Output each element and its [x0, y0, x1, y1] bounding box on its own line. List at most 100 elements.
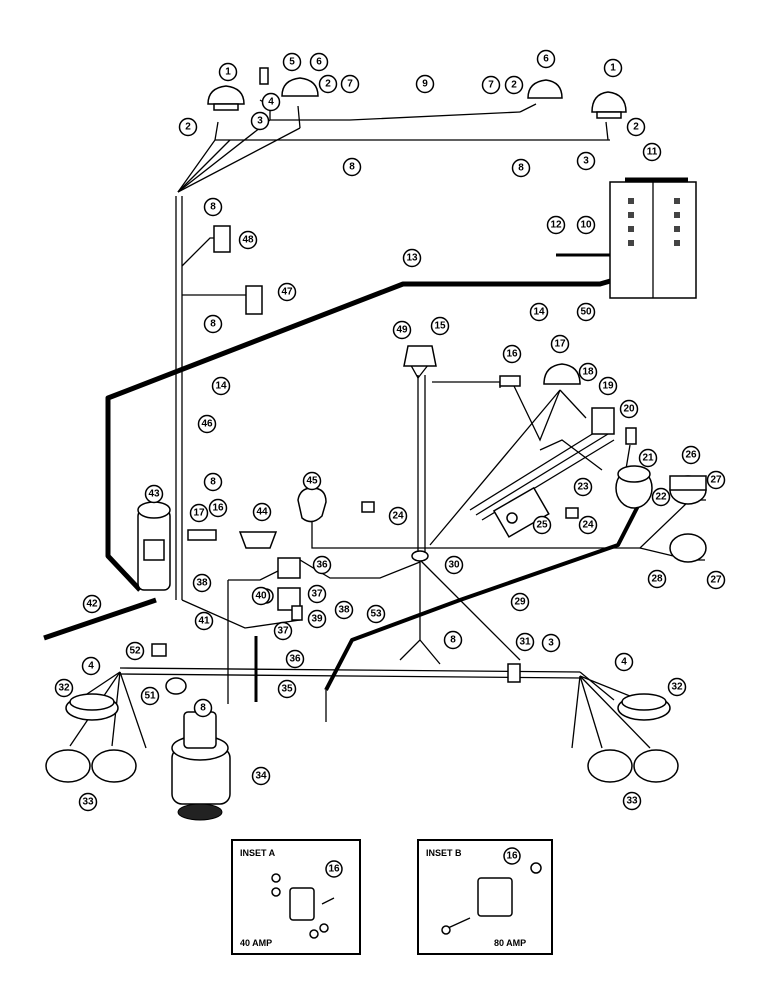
inset-b-callout: 16 — [503, 847, 521, 865]
callout-25: 25 — [532, 515, 552, 535]
callout-36: 36 — [312, 555, 332, 575]
svg-text:27: 27 — [710, 475, 722, 486]
callout-18: 18 — [578, 362, 598, 382]
callout-14: 14 — [211, 376, 231, 396]
svg-text:20: 20 — [623, 404, 635, 415]
svg-text:37: 37 — [311, 589, 323, 600]
callout-5: 5 — [282, 52, 302, 72]
callout-38: 38 — [334, 600, 354, 620]
svg-text:4: 4 — [88, 661, 94, 672]
callout-3: 3 — [576, 151, 596, 171]
svg-text:44: 44 — [256, 507, 268, 518]
callout-14: 14 — [529, 302, 549, 322]
svg-text:52: 52 — [129, 646, 141, 657]
svg-text:37: 37 — [277, 626, 289, 637]
svg-text:1: 1 — [610, 63, 616, 74]
callout-3: 3 — [541, 633, 561, 653]
switch-20 — [625, 427, 637, 445]
svg-text:43: 43 — [148, 489, 160, 500]
svg-text:32: 32 — [671, 682, 683, 693]
callout-12: 12 — [546, 215, 566, 235]
svg-text:28: 28 — [651, 574, 663, 585]
callout-50: 50 — [576, 302, 596, 322]
callout-11: 11 — [642, 142, 662, 162]
callout-33: 33 — [78, 792, 98, 812]
callout-24: 24 — [578, 515, 598, 535]
callout-16: 16 — [208, 498, 228, 518]
callout-31: 31 — [515, 632, 535, 652]
solenoid-16 — [499, 375, 521, 387]
callout-1: 1 — [603, 58, 623, 78]
svg-text:21: 21 — [642, 453, 654, 464]
inset-a-rating: 40 AMP — [240, 938, 272, 948]
svg-text:48: 48 — [242, 235, 254, 246]
callout-13: 13 — [402, 248, 422, 268]
key-switch-15 — [403, 345, 437, 367]
svg-text:25: 25 — [536, 520, 548, 531]
tail-lamps-33-right — [587, 749, 679, 783]
svg-text:41: 41 — [198, 616, 210, 627]
callout-21: 21 — [638, 448, 658, 468]
pilot-24-left — [361, 501, 375, 513]
svg-text:46: 46 — [201, 419, 213, 430]
svg-text:3: 3 — [257, 116, 263, 127]
callout-8: 8 — [511, 158, 531, 178]
lamp-6-left — [281, 77, 319, 97]
svg-text:6: 6 — [543, 54, 549, 65]
callout-33: 33 — [622, 791, 642, 811]
svg-text:14: 14 — [215, 381, 227, 392]
upper-harness — [177, 99, 610, 193]
svg-text:36: 36 — [289, 654, 301, 665]
alternator-43 — [137, 501, 171, 591]
callout-7: 7 — [340, 74, 360, 94]
inset-a: INSET A 40 AMP 16 — [231, 839, 361, 955]
callout-8: 8 — [203, 472, 223, 492]
callout-39: 39 — [307, 609, 327, 629]
callout-22: 22 — [651, 487, 671, 507]
callout-37: 37 — [307, 584, 327, 604]
callout-9: 9 — [415, 74, 435, 94]
svg-text:6: 6 — [316, 57, 322, 68]
svg-text:39: 39 — [311, 614, 323, 625]
callout-10: 10 — [576, 215, 596, 235]
lamp-1-left — [207, 85, 245, 111]
svg-text:31: 31 — [519, 637, 531, 648]
inset-a-callout: 16 — [325, 860, 343, 878]
callout-7: 7 — [481, 75, 501, 95]
callout-17: 17 — [550, 334, 570, 354]
callout-34: 34 — [251, 766, 271, 786]
callout-3: 3 — [250, 111, 270, 131]
battery-10 — [609, 181, 697, 299]
callout-46: 46 — [197, 414, 217, 434]
svg-text:30: 30 — [448, 560, 460, 571]
svg-text:14: 14 — [533, 307, 545, 318]
callout-6: 6 — [309, 52, 329, 72]
connector-31 — [507, 663, 521, 683]
svg-text:8: 8 — [518, 163, 524, 174]
callout-2: 2 — [318, 74, 338, 94]
svg-text:18: 18 — [582, 367, 594, 378]
svg-text:42: 42 — [86, 599, 98, 610]
callout-53: 53 — [366, 604, 386, 624]
callout-4: 4 — [614, 652, 634, 672]
circuit-breaker-80a — [477, 877, 513, 917]
svg-text:17: 17 — [193, 508, 205, 519]
callout-52: 52 — [125, 641, 145, 661]
work-lamp-32-right — [617, 693, 671, 721]
relay-48 — [213, 225, 231, 253]
callout-49: 49 — [392, 320, 412, 340]
svg-text:2: 2 — [633, 122, 639, 133]
svg-text:40: 40 — [255, 591, 267, 602]
callout-35: 35 — [277, 679, 297, 699]
inset-b-rating: 80 AMP — [494, 938, 526, 948]
svg-text:4: 4 — [268, 97, 274, 108]
beacon-26 — [669, 475, 707, 505]
lamp-6-right — [527, 79, 563, 99]
svg-text:8: 8 — [210, 202, 216, 213]
relay-39 — [291, 605, 303, 621]
svg-text:2: 2 — [325, 79, 331, 90]
callout-8: 8 — [203, 314, 223, 334]
svg-text:19: 19 — [602, 381, 614, 392]
callout-8: 8 — [193, 698, 213, 718]
callout-2: 2 — [504, 75, 524, 95]
